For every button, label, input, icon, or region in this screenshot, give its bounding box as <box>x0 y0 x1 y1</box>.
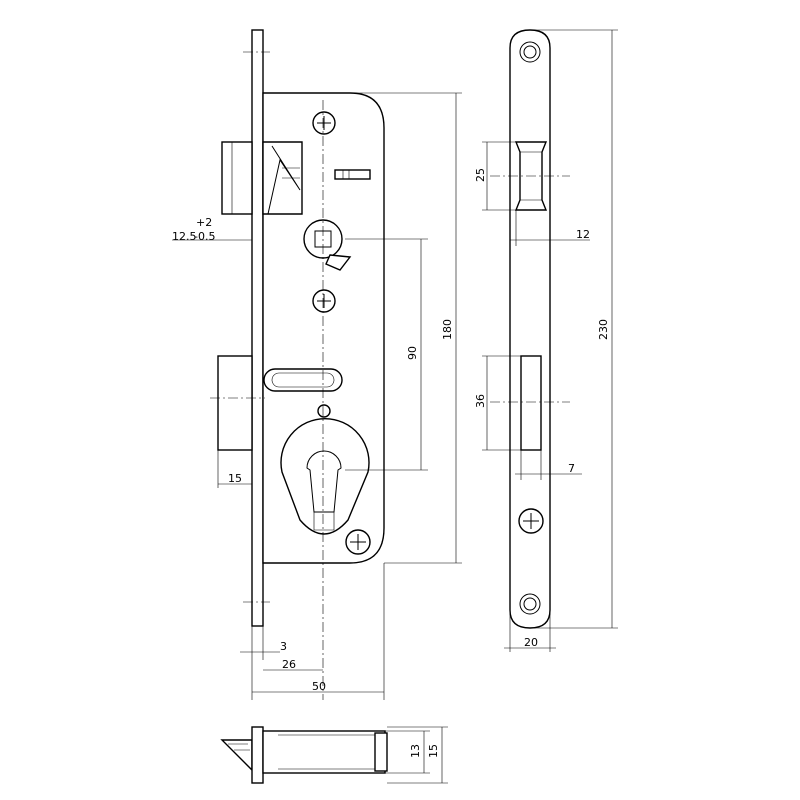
dim-90: 90 <box>406 346 419 360</box>
top-view <box>220 726 388 784</box>
dim-backset-tol-minus: -0.5 <box>194 230 215 243</box>
strike-screw-bottom <box>519 593 541 615</box>
top-view-case <box>262 730 386 774</box>
screw-top <box>312 111 336 135</box>
latch-bolt <box>221 141 303 215</box>
latch-slot <box>334 169 371 180</box>
dim-230: 230 <box>597 319 610 340</box>
lock-body-dimensions: +2 12.5 -0.5 90 180 15 3 26 50 <box>172 92 462 700</box>
dim-15-latch: 15 <box>228 472 242 485</box>
dim-backset-main: 12.5 <box>172 230 197 243</box>
dim-36: 36 <box>474 394 487 408</box>
strike-screw-middle <box>518 508 544 534</box>
dim-backset-tol-plus: +2 <box>196 216 212 229</box>
strike-screw-top <box>519 41 541 63</box>
lock-body-view <box>210 29 385 700</box>
dim-20: 20 <box>524 636 538 649</box>
cylinder-cutout <box>280 418 370 535</box>
faceplate <box>251 29 264 627</box>
dim-7: 7 <box>568 462 575 475</box>
top-view-dimensions: 13 15 <box>385 726 448 784</box>
dim-12: 12 <box>576 228 590 241</box>
deadbolt <box>217 355 343 451</box>
strike-plate-dimensions: 25 12 36 7 20 230 <box>474 29 618 652</box>
strike-plate <box>509 29 551 629</box>
dim-180: 180 <box>441 319 454 340</box>
strike-plate-view <box>490 29 570 629</box>
top-view-faceplate <box>251 726 264 784</box>
screw-middle <box>312 289 336 313</box>
dim-50: 50 <box>312 680 326 693</box>
dim-15-bottom: 15 <box>427 744 440 758</box>
strike-bolt-opening <box>520 355 542 451</box>
screw-bottom <box>345 529 371 555</box>
dim-3: 3 <box>280 640 287 653</box>
dim-26: 26 <box>282 658 296 671</box>
dim-13: 13 <box>409 744 422 758</box>
pin-hole <box>317 404 331 418</box>
dim-25: 25 <box>474 168 487 182</box>
